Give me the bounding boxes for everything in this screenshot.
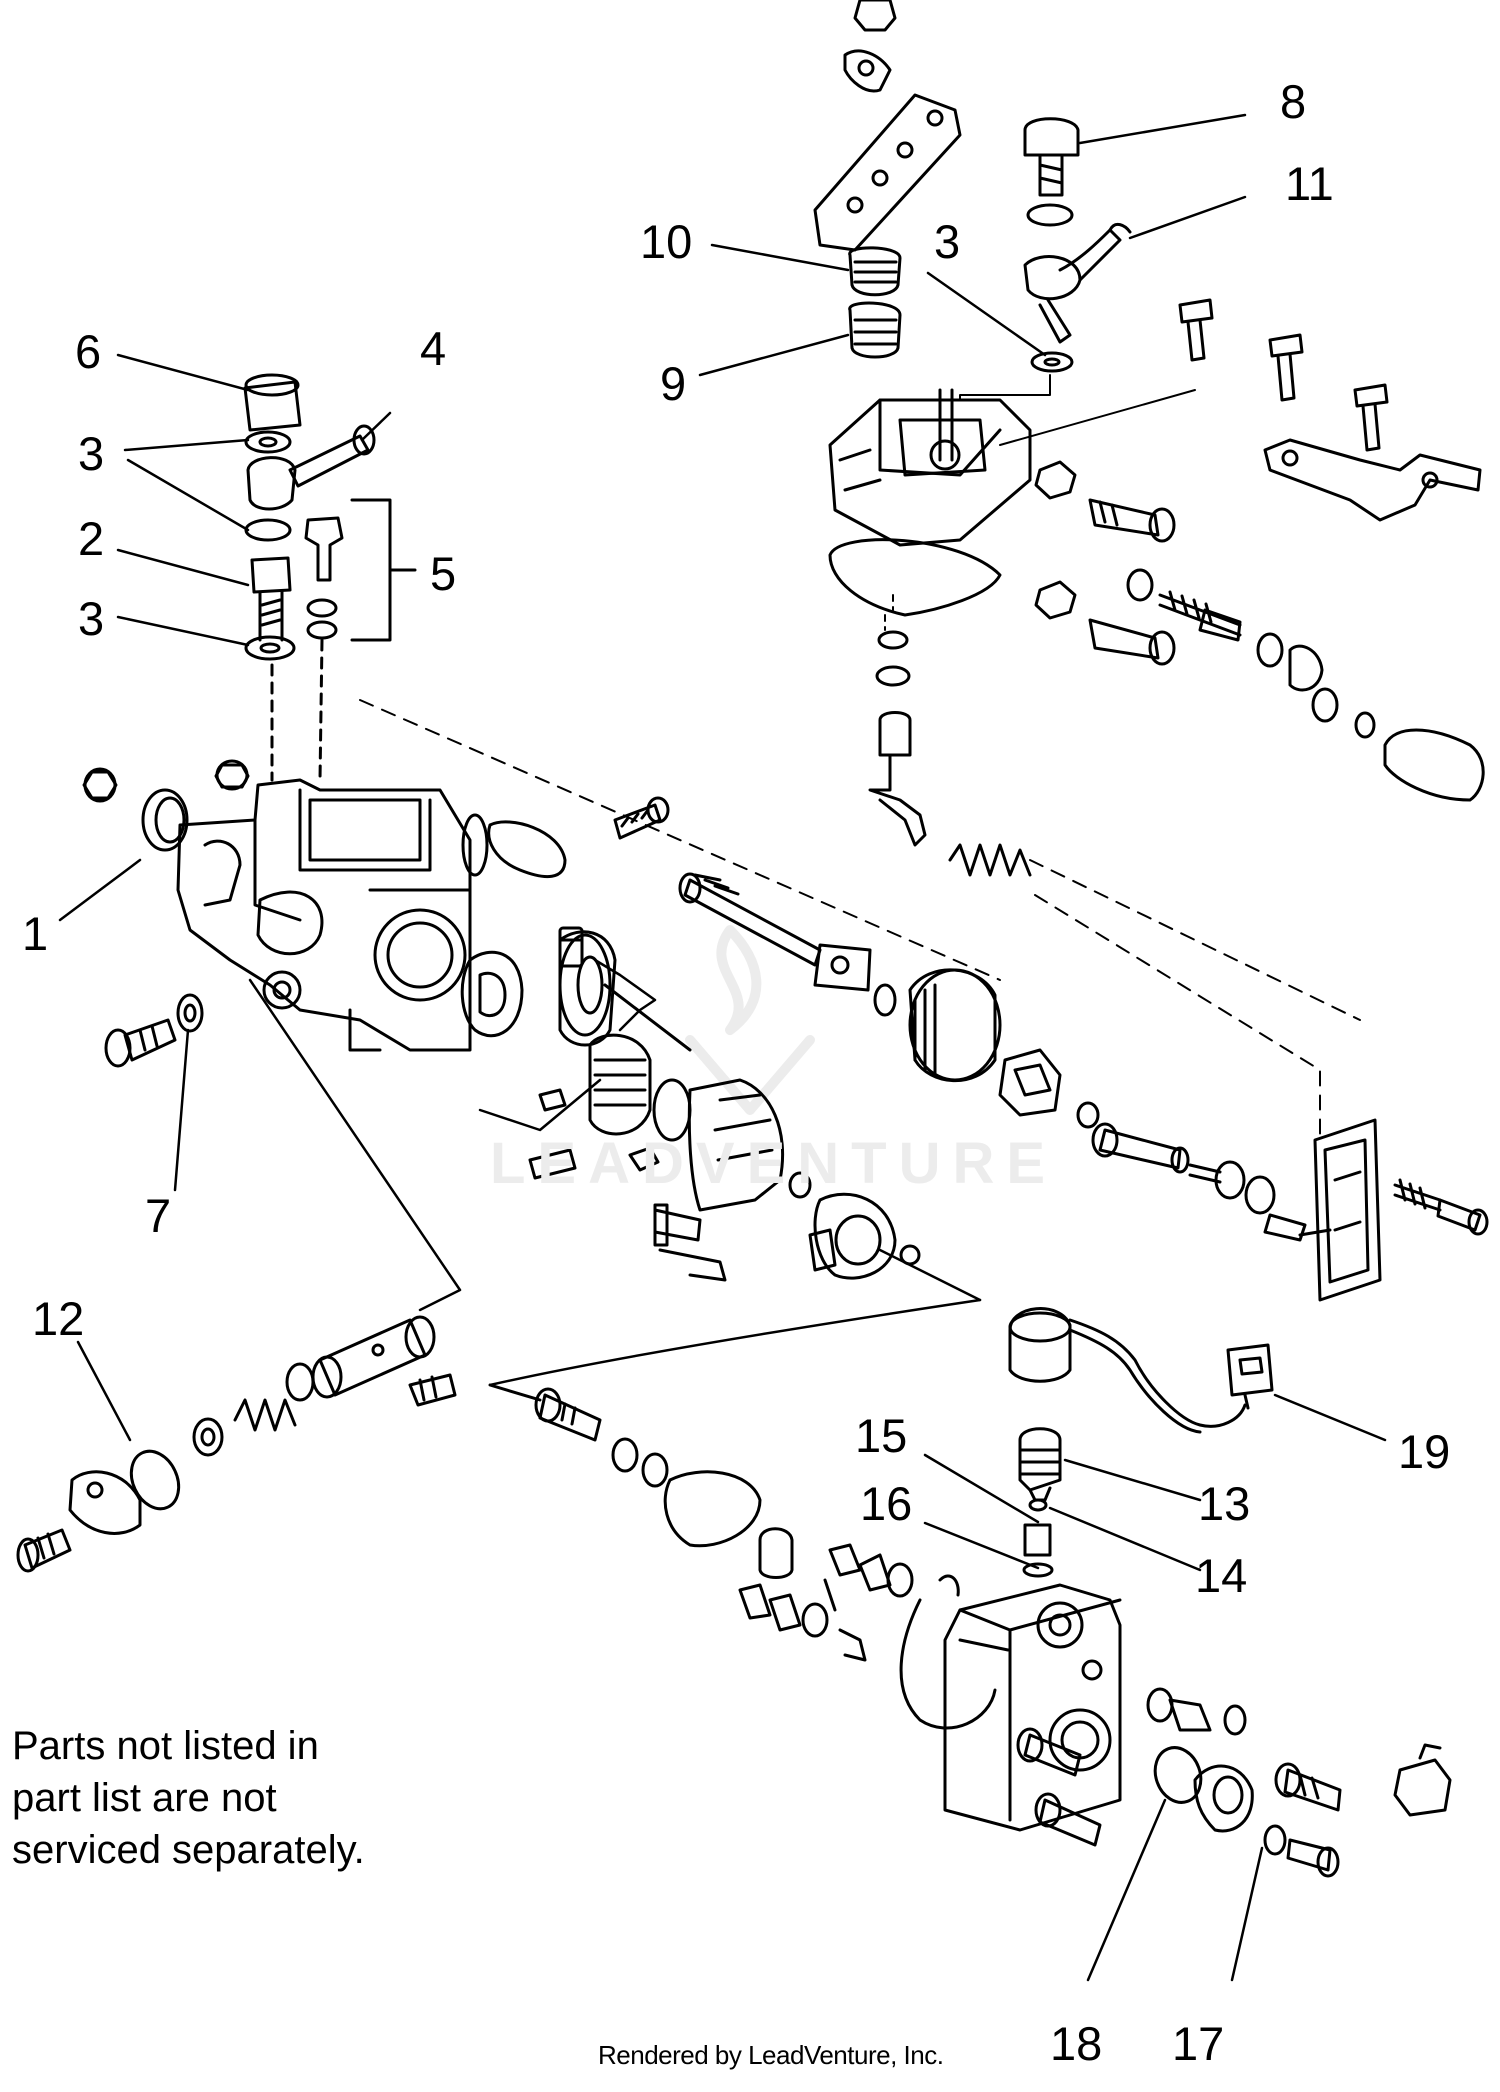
callout-11: 11 [1285,157,1334,210]
governor-lever-bracket [1298,1118,1489,1302]
callout-3: 3 [78,427,104,480]
service-note-line-3: serviced separately. [12,1828,365,1872]
hydraulic-head-assembly [534,1307,1452,1878]
callout-15: 15 [855,1409,907,1462]
callout-7: 7 [145,1189,171,1242]
callout-17: 17 [1172,2017,1224,2070]
transfer-pump-parts [16,978,982,1573]
callout-10: 10 [640,215,692,268]
callout-1: 1 [22,907,48,960]
watermark-logo [685,925,815,1115]
drive-shaft-assembly [359,699,1321,1282]
pump-housing [82,759,670,1068]
governor-cover-assembly [813,0,1485,1021]
callout-19: 19 [1398,1425,1450,1478]
callout-8: 8 [1280,75,1306,128]
service-note: Parts not listed in part list are not se… [12,1720,572,1876]
callout-4: 4 [420,322,446,375]
callout-18: 18 [1050,2017,1102,2070]
callout-13: 13 [1198,1477,1250,1530]
callout-6: 6 [75,325,101,378]
callout-3: 3 [78,592,104,645]
callout-3: 3 [934,215,960,268]
callout-16: 16 [860,1477,912,1530]
delivery-valve-stack [243,373,417,782]
render-credit: Rendered by LeadVenture, Inc. [598,2040,944,2070]
service-note-line-1: Parts not listed in [12,1724,319,1768]
callout-labels: 1 2 3 3 3 3 4 5 6 7 8 9 10 11 12 13 14 1… [22,75,1450,2070]
callout-14: 14 [1195,1549,1247,1602]
callout-12: 12 [32,1292,84,1345]
service-note-line-2: part list are not [12,1776,277,1820]
callout-9: 9 [660,357,686,410]
leader-lines [58,113,1387,1982]
watermark-text: LEADVENTURE [490,1131,1058,1196]
callout-5: 5 [430,547,456,600]
callout-2: 2 [78,512,104,565]
